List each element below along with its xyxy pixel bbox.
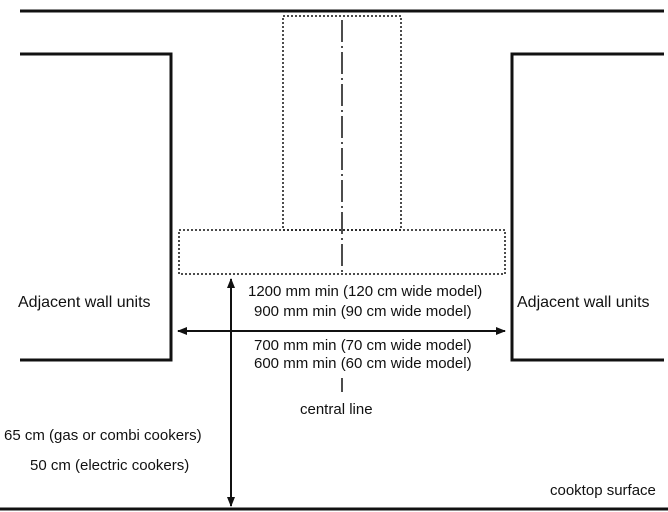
width-70cm-label: 700 mm min (70 cm wide model) [254,337,472,354]
right-wall-units-label: Adjacent wall units [517,294,650,311]
central-line-label: central line [300,401,373,418]
hood-chimney [282,15,402,231]
width-120cm-label: 1200 mm min (120 cm wide model) [248,283,482,300]
width-60cm-label: 600 mm min (60 cm wide model) [254,355,472,372]
left-wall-unit [20,52,173,362]
left-wall-units-label: Adjacent wall units [18,294,151,311]
cooktop-surface-label: cooktop surface [550,482,656,499]
height-gas-label: 65 cm (gas or combi cookers) [4,427,202,444]
height-electric-label: 50 cm (electric cookers) [30,457,189,474]
width-90cm-label: 900 mm min (90 cm wide model) [254,303,472,320]
hood-canopy [178,229,506,275]
right-wall-unit [510,52,664,362]
